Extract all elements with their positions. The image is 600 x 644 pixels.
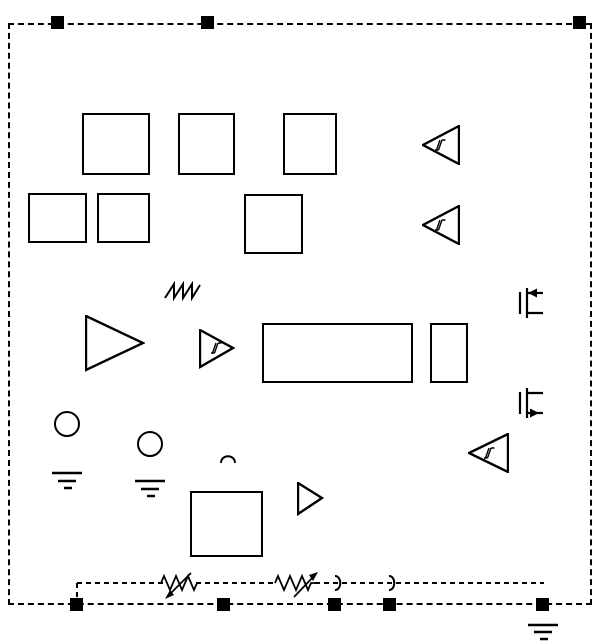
- fb-dashed-rail: [315, 582, 544, 584]
- error-amp: [85, 315, 145, 372]
- fb-dashed-rail: [196, 582, 277, 584]
- wire-hop: [328, 574, 344, 592]
- fb-dashed-riser: [76, 583, 78, 600]
- sawtooth-waveform-icon: [164, 281, 208, 301]
- wire-hop: [382, 574, 398, 592]
- pin-pgood: [328, 598, 341, 611]
- pgood-buffer: [297, 482, 324, 516]
- pin-vselect: [217, 598, 230, 611]
- ic-boundary: [8, 23, 592, 605]
- pin-gnd: [536, 598, 549, 611]
- block-bandgap: [97, 193, 150, 243]
- hysteresis-icon: [435, 219, 446, 231]
- pin-sw: [573, 16, 586, 29]
- ground-icon: [527, 623, 559, 643]
- variable-resistor-icon: [160, 570, 198, 601]
- wire-hop: [220, 454, 236, 466]
- hysteresis-icon: [211, 342, 222, 354]
- current-limit-comparator: [422, 125, 460, 165]
- block-driver: [430, 323, 468, 383]
- pwm-comparator: [199, 329, 235, 369]
- variable-resistor-icon: [274, 569, 320, 601]
- block-soft-start: [283, 113, 337, 175]
- vcomp-source: [137, 431, 163, 457]
- low-side-mosfet-icon: [515, 386, 545, 420]
- block-oscillator: [244, 194, 303, 254]
- pfm-current-comparator: [422, 205, 460, 245]
- pin-vin: [201, 16, 214, 29]
- block-control-logic: [262, 323, 413, 383]
- hysteresis-icon: [484, 447, 495, 459]
- block-undervoltage-lockout: [82, 113, 150, 175]
- zero-crossing-comparator: [468, 433, 509, 473]
- block-ramp-generator: [178, 113, 235, 175]
- ground-icon: [51, 471, 83, 491]
- pin-en: [51, 16, 64, 29]
- high-side-mosfet-icon: [515, 286, 545, 320]
- pin-fb: [70, 598, 83, 611]
- fb-dashed-rail: [77, 582, 163, 584]
- block-frequency-compensation: [190, 491, 263, 557]
- hysteresis-icon: [435, 139, 446, 151]
- block-thermal-shutdown: [28, 193, 87, 243]
- pin-pwm: [383, 598, 396, 611]
- ground-icon: [134, 479, 166, 499]
- vref-source: [54, 411, 80, 437]
